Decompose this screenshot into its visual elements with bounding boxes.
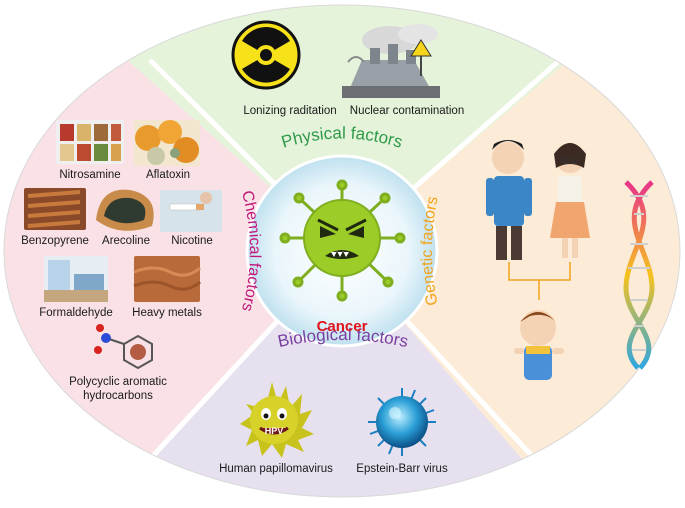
benzopyrene-image	[24, 188, 86, 230]
pah-label-line2: hydrocarbons	[83, 390, 153, 402]
hpv-label: HPV	[265, 426, 284, 436]
aflatoxin-label: Aflatoxin	[145, 169, 191, 181]
formaldehyde-label: Formaldehyde	[39, 307, 113, 319]
heavy-metals-image	[133, 256, 201, 302]
physical-sector	[60, 5, 640, 251]
hpv-name-label: Human papillomavirus	[219, 463, 333, 475]
pah-molecule-icon	[94, 324, 153, 370]
ebv-virus-icon	[368, 388, 436, 456]
dna-icon	[623, 180, 655, 370]
child-icon	[514, 310, 564, 380]
outer-oval	[3, 4, 681, 498]
aflatoxin-image	[134, 120, 200, 166]
mother-icon	[550, 143, 590, 258]
nitrosamine-image	[56, 120, 124, 164]
nicotine-image	[160, 190, 222, 232]
benzopyrene-label: Benzopyrene	[21, 235, 89, 247]
nuclear-plant-icon	[342, 24, 440, 98]
nicotine-label: Nicotine	[171, 235, 213, 247]
formaldehyde-image	[44, 256, 108, 302]
heavy-metals-label: Heavy metals	[132, 307, 202, 319]
father-icon	[486, 140, 532, 260]
cancer-virus-icon	[279, 179, 406, 302]
family-connector	[508, 262, 571, 300]
biological-sector	[110, 251, 560, 497]
hpv-virus-icon: HPV	[240, 382, 314, 458]
cancer-label: Cancer	[316, 318, 368, 335]
ionizing-radiation-label: Lonizing raditation	[243, 105, 337, 117]
arecoline-image	[96, 189, 154, 231]
nuclear-contamination-label: Nuclear contamination	[349, 105, 465, 117]
radiation-icon	[231, 20, 301, 90]
pah-label-line1: Polycyclic aromatic	[69, 376, 167, 388]
arecoline-label: Arecoline	[102, 235, 150, 247]
nitrosamine-label: Nitrosamine	[59, 169, 121, 181]
ebv-name-label: Epstein-Barr virus	[356, 463, 448, 475]
